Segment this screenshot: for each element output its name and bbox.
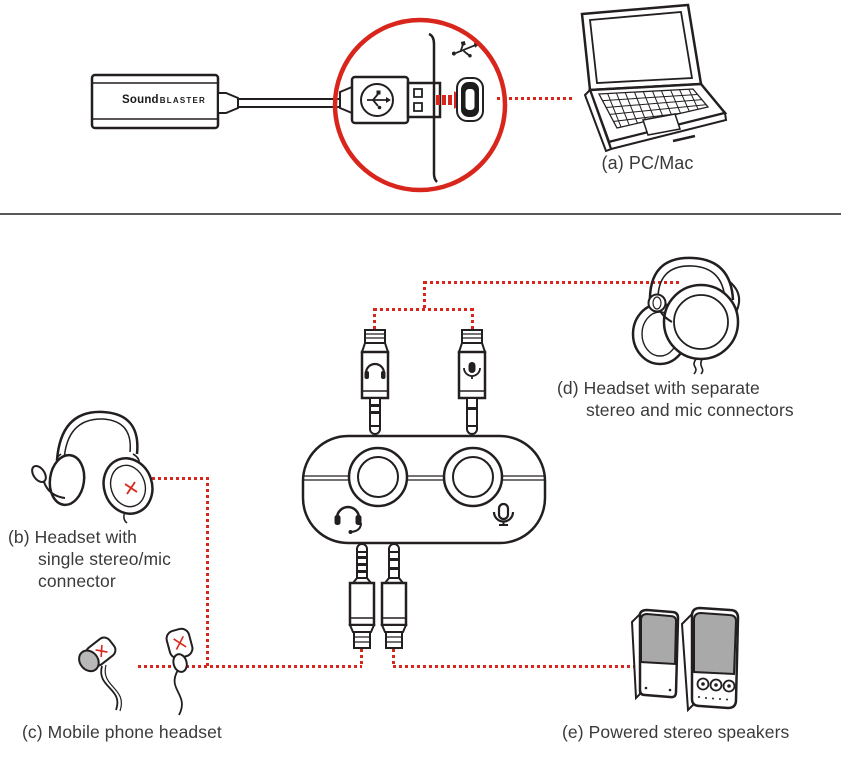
boom-mic-arm <box>44 482 65 498</box>
connection-line-c-to-plug <box>138 665 362 668</box>
boom-mic-tip <box>29 463 48 484</box>
label-headset-d-line1: (d) Headset with separate <box>557 378 760 398</box>
usb-plug-drawing <box>352 77 440 123</box>
stereo-plug-top-drawing <box>357 328 393 436</box>
logo-blaster: BLASTER <box>159 96 206 105</box>
volume-knobs <box>698 679 735 692</box>
label-mobile-headset: (c) Mobile phone headset <box>22 722 222 742</box>
zoom-circle-outline <box>335 20 505 190</box>
label-powered-speakers: (e) Powered stereo speakers <box>562 722 790 742</box>
microphone-icon <box>494 504 513 525</box>
touchpad <box>643 114 680 135</box>
mic-jack-port <box>444 448 502 506</box>
microphone-icon <box>464 362 480 379</box>
label-headset-b-line1: (b) Headset with <box>8 527 138 547</box>
brand-x-logo <box>125 482 137 494</box>
connection-line-plug-bridge <box>374 308 474 311</box>
earbuds-drawing <box>72 602 220 720</box>
connection-line-b-drop <box>206 477 209 668</box>
laptop-drawing <box>565 2 730 162</box>
boom-mic-tip <box>649 295 666 312</box>
usb-port-icon <box>457 78 483 121</box>
speaker-grille <box>641 614 676 664</box>
cable-connector <box>218 93 238 113</box>
connection-line-left-plug-bottom-stub <box>360 649 363 667</box>
logo-sound: Sound <box>122 94 159 106</box>
headphone-icon <box>364 364 386 379</box>
section-divider <box>0 213 841 215</box>
connection-line-d-drop <box>423 281 426 311</box>
trrs-plug-bottom-drawing <box>347 542 377 652</box>
label-pc-mac: (a) PC/Mac <box>601 153 694 173</box>
brand-x-logo <box>96 645 108 657</box>
sound-card-device-drawing <box>300 432 548 547</box>
connection-line-left-plug-stub <box>373 308 376 331</box>
connection-line-right-plug-stub <box>471 308 474 331</box>
connection-line-usb-to-pc <box>497 97 575 100</box>
headset-b-drawing <box>25 402 175 524</box>
label-headset-b-line2: single stereo/mic <box>38 549 172 569</box>
sound-blaster-adapter-drawing <box>86 70 342 134</box>
speaker-grille <box>694 613 736 674</box>
brand-x-logo <box>174 636 187 649</box>
front-latch <box>673 136 695 141</box>
sound-blaster-logo: Sound BLASTER <box>122 94 206 108</box>
label-headset-d-line2: stereo and mic connectors <box>586 400 794 420</box>
headset-jack-port <box>349 448 407 506</box>
laptop-edge-line <box>429 34 437 182</box>
usb-connection-zoom-circle <box>330 16 522 198</box>
connection-line-right-plug-bottom-stub <box>392 649 395 667</box>
connection-line-b-horizontal <box>146 477 208 480</box>
speakers-drawing <box>608 602 756 720</box>
trs-plug-bottom-drawing <box>379 542 409 652</box>
usb-trident-icon <box>361 84 393 116</box>
label-headset-b-line3: connector <box>38 571 116 591</box>
connection-line-d-horizontal <box>424 281 682 284</box>
mic-plug-top-drawing <box>454 328 490 436</box>
headset-d-drawing <box>598 242 773 374</box>
connection-line-to-speakers <box>393 665 636 668</box>
headset-mic-icon <box>334 507 362 534</box>
